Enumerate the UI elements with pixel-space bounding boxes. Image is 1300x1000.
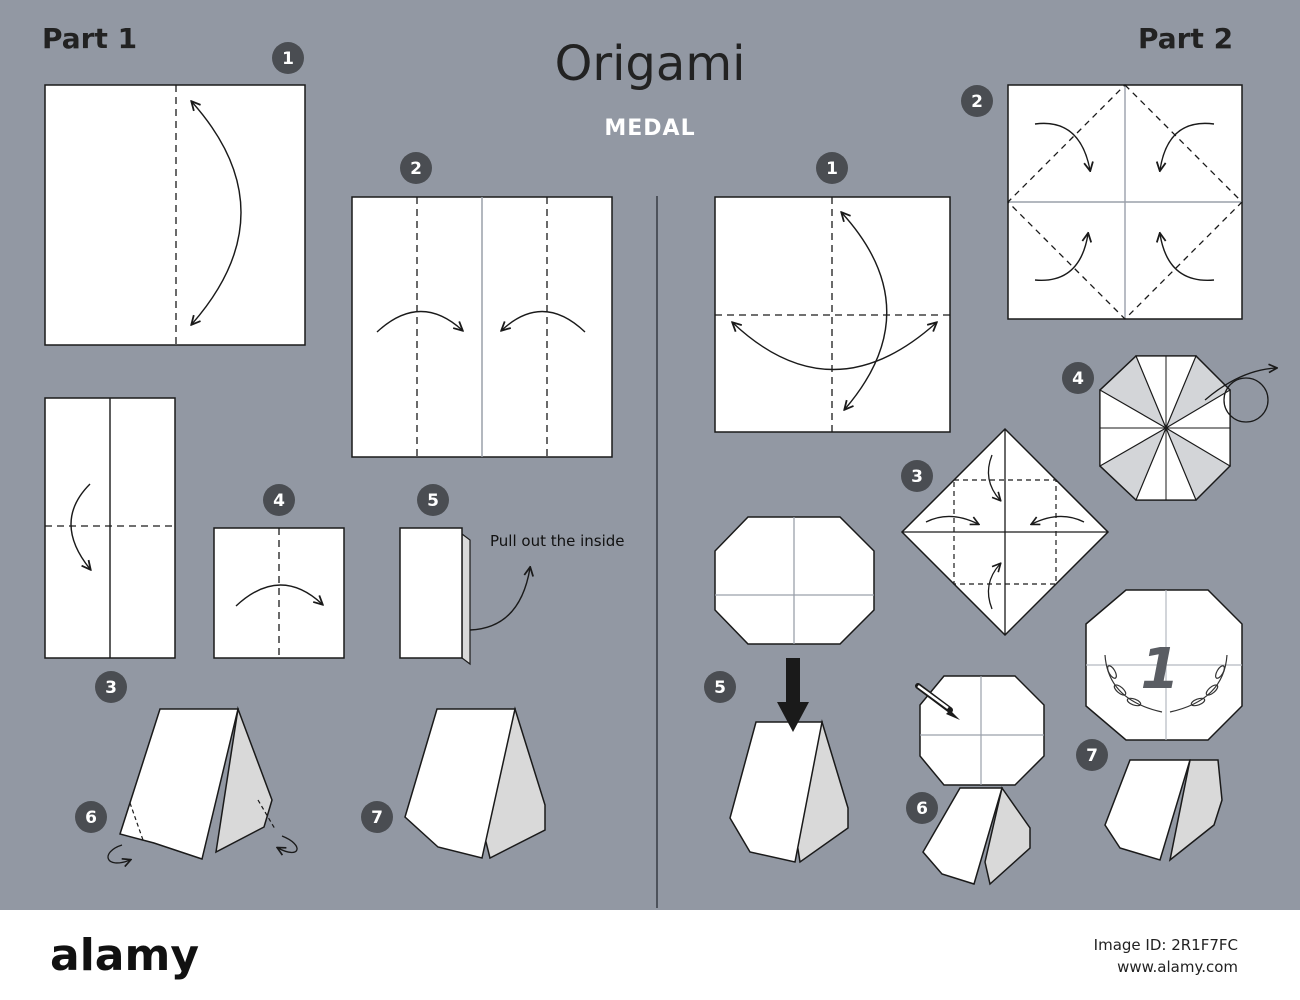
instruction-panel: 1 1 2 3 4 5 6 7 1 2 3 4 5 6 7 Part 1 Par… <box>0 0 1300 910</box>
part2-badge-4: 4 <box>1062 362 1094 394</box>
svg-text:4: 4 <box>1072 369 1084 389</box>
svg-text:5: 5 <box>714 678 726 698</box>
svg-text:3: 3 <box>911 467 923 487</box>
part1-badge-2: 2 <box>400 152 432 184</box>
part1-step1-diagram <box>44 84 306 346</box>
brand-logo: alamy <box>50 930 199 981</box>
svg-text:3: 3 <box>105 678 117 698</box>
svg-text:5: 5 <box>427 491 439 511</box>
part1-step3-diagram <box>44 397 176 659</box>
svg-text:4: 4 <box>273 491 285 511</box>
site-url-text: www.alamy.com <box>1117 958 1238 976</box>
part1-step6-diagram <box>107 706 298 863</box>
svg-text:2: 2 <box>971 92 983 112</box>
part1-badge-4: 4 <box>263 484 295 516</box>
part1-step2-diagram <box>351 196 613 458</box>
image-id-text: Image ID: 2R1F7FC <box>1093 936 1238 954</box>
part2-badge-2: 2 <box>961 85 993 117</box>
svg-text:7: 7 <box>1086 746 1098 766</box>
part2-step4-diagram <box>1099 355 1276 501</box>
part2-step7-diagram: 1 <box>1085 589 1243 862</box>
part2-badge-1: 1 <box>816 152 848 184</box>
part1-badge-3: 3 <box>95 671 127 703</box>
pull-out-instruction: Pull out the inside <box>490 532 625 550</box>
part1-step5-diagram <box>399 527 530 666</box>
part2-step6-diagram <box>915 675 1045 886</box>
part2-badge-5: 5 <box>704 671 736 703</box>
medal-number: 1 <box>1141 637 1180 702</box>
part2-badges: 1 2 3 4 5 6 7 <box>704 85 1108 824</box>
footer-bar: alamy Image ID: 2R1F7FC www.alamy.com <box>0 910 1300 1000</box>
diagram-canvas: 1 1 2 3 4 5 6 7 1 2 3 4 5 6 7 <box>44 42 1300 886</box>
part-divider <box>656 196 658 908</box>
part1-badge-6: 6 <box>75 801 107 833</box>
part1-badge-1: 1 <box>272 42 304 74</box>
svg-text:6: 6 <box>85 808 97 828</box>
svg-text:7: 7 <box>371 808 383 828</box>
part1-heading: Part 1 <box>42 22 138 55</box>
part2-badge-6: 6 <box>906 792 938 824</box>
svg-text:6: 6 <box>916 799 928 819</box>
part1-step4-diagram <box>213 527 345 659</box>
svg-text:1: 1 <box>282 49 294 69</box>
svg-text:2: 2 <box>410 159 422 179</box>
part2-step5-diagram <box>714 516 875 864</box>
part2-step3-diagram <box>900 427 1110 637</box>
part1-step7-diagram <box>404 706 546 860</box>
part2-badge-7: 7 <box>1076 739 1108 771</box>
part2-step2-diagram <box>1007 84 1243 320</box>
part1-badge-7: 7 <box>361 801 393 833</box>
part2-heading: Part 2 <box>1138 22 1234 55</box>
page-title: Origami <box>554 36 746 92</box>
pencil-icon <box>915 683 960 720</box>
part1-badges: 1 2 3 4 5 6 7 <box>75 42 449 833</box>
part2-step1-diagram <box>714 196 951 433</box>
svg-text:1: 1 <box>826 159 838 179</box>
page-subtitle: MEDAL <box>604 116 696 141</box>
part1-badge-5: 5 <box>417 484 449 516</box>
laurel-wreath-icon <box>1104 654 1228 713</box>
part2-badge-3: 3 <box>901 460 933 492</box>
